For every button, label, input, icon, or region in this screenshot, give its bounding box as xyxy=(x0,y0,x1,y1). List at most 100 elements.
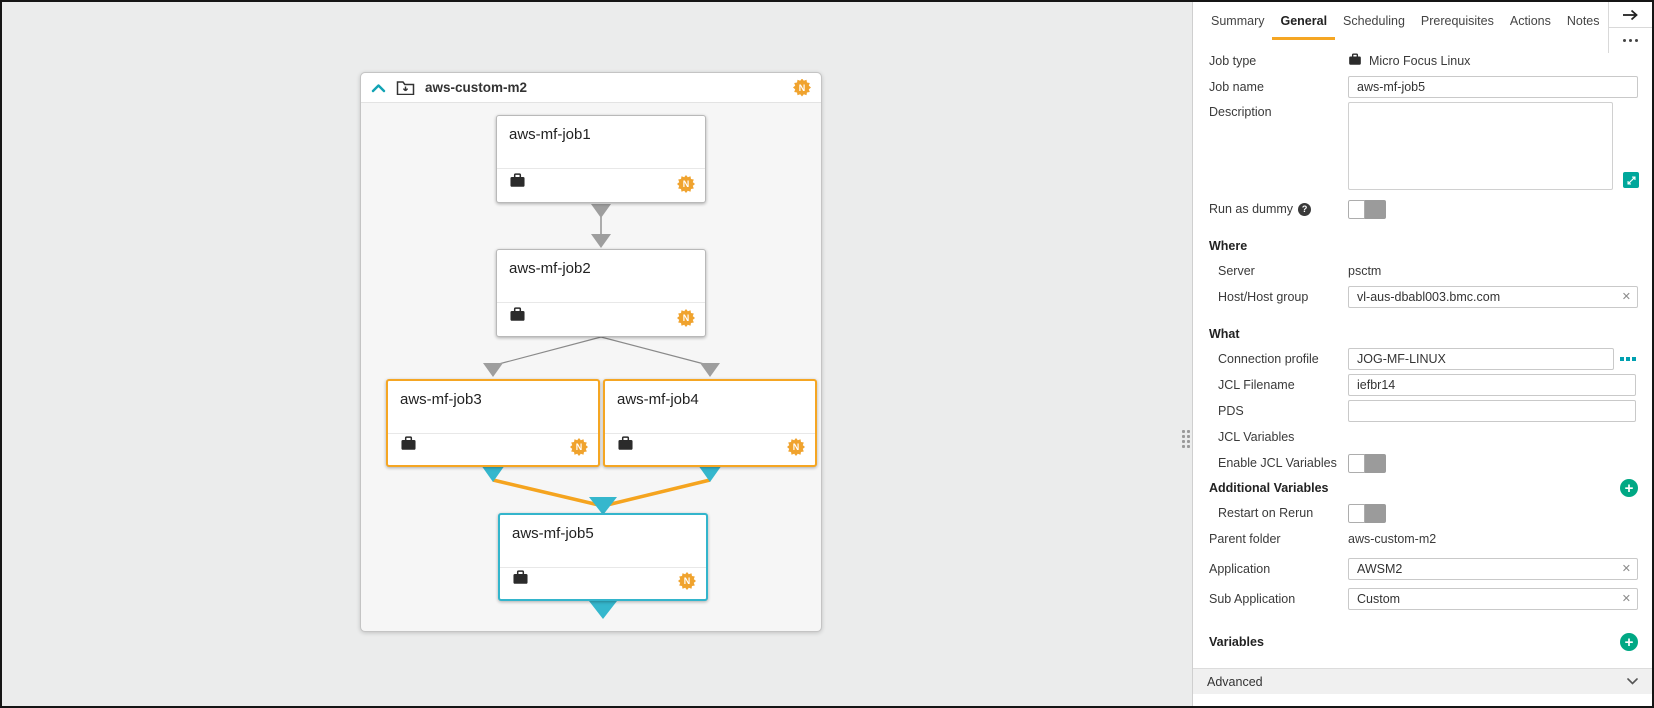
briefcase-icon xyxy=(1348,53,1362,69)
job-title: aws-mf-job2 xyxy=(509,260,591,277)
briefcase-icon xyxy=(400,436,417,456)
add-variable-button[interactable]: + xyxy=(1620,633,1638,651)
new-badge-icon: N xyxy=(570,438,588,456)
tab-general[interactable]: General xyxy=(1272,2,1336,40)
jcl-variables-label: JCL Variables xyxy=(1218,430,1295,444)
node-divider xyxy=(388,433,598,434)
job-type-row: Job type Micro Focus Linux xyxy=(1209,48,1636,74)
new-badge-icon: N xyxy=(677,309,695,327)
pds-input[interactable] xyxy=(1348,400,1636,422)
tab-summary[interactable]: Summary xyxy=(1211,14,1265,28)
clear-sub-application-icon[interactable]: ✕ xyxy=(1621,592,1631,605)
sub-application-row: Sub Application ✕ xyxy=(1209,586,1638,612)
browse-connection-profiles-button[interactable] xyxy=(1620,357,1636,361)
connection-profile-label: Connection profile xyxy=(1218,352,1319,366)
enable-jcl-variables-label: Enable JCL Variables xyxy=(1218,456,1337,470)
jcl-filename-input[interactable] xyxy=(1348,374,1636,396)
briefcase-icon xyxy=(509,173,526,193)
restart-on-rerun-label: Restart on Rerun xyxy=(1218,506,1314,520)
jcl-filename-row: JCL Filename xyxy=(1209,372,1636,398)
folder-header[interactable]: aws-custom-m2 N xyxy=(361,73,821,103)
sub-application-label: Sub Application xyxy=(1209,592,1296,606)
host-row: Host/Host group ✕ xyxy=(1209,284,1638,310)
connection-profile-input[interactable] xyxy=(1348,348,1614,370)
panel-divider xyxy=(1192,2,1193,706)
job-name-row: Job name xyxy=(1209,74,1638,100)
server-label: Server xyxy=(1218,264,1255,278)
panel-corner-tools xyxy=(1608,2,1652,53)
variables-header: Variables + xyxy=(1209,628,1638,656)
folder-title: aws-custom-m2 xyxy=(425,80,528,95)
pds-row: PDS xyxy=(1209,398,1636,424)
expand-editor-button[interactable] xyxy=(1623,172,1639,188)
clear-application-icon[interactable]: ✕ xyxy=(1621,562,1631,575)
more-options-button[interactable] xyxy=(1609,28,1652,53)
job-node-4[interactable]: aws-mf-job4 N xyxy=(603,379,817,467)
description-label: Description xyxy=(1209,105,1272,119)
panel-resize-handle[interactable] xyxy=(1182,430,1191,448)
sub-application-input[interactable] xyxy=(1348,588,1638,610)
jcl-variables-row: JCL Variables xyxy=(1209,424,1636,450)
tab-scheduling[interactable]: Scheduling xyxy=(1343,14,1405,28)
new-badge-icon: N xyxy=(677,175,695,193)
node-divider xyxy=(497,168,705,169)
what-section-header: What xyxy=(1209,327,1240,341)
restart-on-rerun-toggle[interactable] xyxy=(1348,503,1386,523)
run-as-dummy-toggle[interactable] xyxy=(1348,199,1386,219)
server-value: psctm xyxy=(1348,264,1382,278)
restart-on-rerun-row: Restart on Rerun xyxy=(1209,500,1636,526)
new-badge-icon: N xyxy=(793,78,811,97)
tab-prerequisites[interactable]: Prerequisites xyxy=(1420,14,1494,28)
description-textarea[interactable] xyxy=(1348,102,1613,190)
where-section-header: Where xyxy=(1209,239,1248,253)
briefcase-icon xyxy=(512,570,529,590)
job-node-2[interactable]: aws-mf-job2 N xyxy=(496,249,706,337)
run-as-dummy-label: Run as dummy ? xyxy=(1209,202,1348,216)
properties-panel: Summary General Scheduling Prerequisites… xyxy=(1193,2,1652,706)
tab-notes[interactable]: Notes xyxy=(1566,14,1600,28)
folder-node[interactable]: aws-custom-m2 N xyxy=(360,72,822,632)
ellipsis-icon xyxy=(1623,39,1638,42)
tab-actions[interactable]: Actions xyxy=(1509,14,1551,28)
collapse-chevron-icon[interactable] xyxy=(371,83,386,93)
application-row: Application ✕ xyxy=(1209,556,1638,582)
enable-jcl-variables-toggle[interactable] xyxy=(1348,453,1386,473)
node-divider xyxy=(605,433,815,434)
parent-folder-value: aws-custom-m2 xyxy=(1348,532,1437,546)
jcl-filename-label: JCL Filename xyxy=(1218,378,1295,392)
advanced-section-toggle[interactable]: Advanced xyxy=(1193,668,1652,694)
node-divider xyxy=(500,567,706,568)
job-title: aws-mf-job4 xyxy=(617,391,699,408)
job-node-3[interactable]: aws-mf-job3 N xyxy=(386,379,600,467)
help-icon[interactable]: ? xyxy=(1298,202,1312,216)
job-name-input[interactable] xyxy=(1348,76,1638,98)
chevron-down-icon xyxy=(1627,678,1638,685)
host-label: Host/Host group xyxy=(1218,290,1309,304)
job-type-value: Micro Focus Linux xyxy=(1369,54,1471,68)
general-form: Job type Micro Focus Linux Job name Desc… xyxy=(1193,40,1652,656)
parent-folder-label: Parent folder xyxy=(1209,532,1281,546)
open-in-new-panel-button[interactable] xyxy=(1609,2,1652,28)
advanced-label: Advanced xyxy=(1207,674,1263,689)
connection-profile-row: Connection profile xyxy=(1209,346,1636,372)
expand-icon xyxy=(1626,175,1636,185)
description-row: Description xyxy=(1209,102,1639,190)
job-name-label: Job name xyxy=(1209,80,1264,94)
job-type-label: Job type xyxy=(1209,54,1257,68)
job-title: aws-mf-job5 xyxy=(512,525,594,542)
briefcase-icon xyxy=(509,307,526,327)
job-title: aws-mf-job3 xyxy=(400,391,482,408)
application-input[interactable] xyxy=(1348,558,1638,580)
panel-tabs: Summary General Scheduling Prerequisites… xyxy=(1193,2,1652,40)
job-node-5-selected[interactable]: aws-mf-job5 N xyxy=(498,513,708,601)
add-additional-variable-button[interactable]: + xyxy=(1620,479,1638,497)
new-badge-icon: N xyxy=(678,572,696,590)
run-as-dummy-row: Run as dummy ? xyxy=(1209,196,1636,222)
clear-host-icon[interactable]: ✕ xyxy=(1621,290,1631,303)
enable-jcl-variables-row: Enable JCL Variables xyxy=(1209,450,1636,476)
workflow-canvas[interactable]: aws-custom-m2 N xyxy=(2,2,1192,706)
job-node-1[interactable]: aws-mf-job1 N xyxy=(496,115,706,203)
host-input[interactable] xyxy=(1348,286,1638,308)
node-divider xyxy=(497,302,705,303)
